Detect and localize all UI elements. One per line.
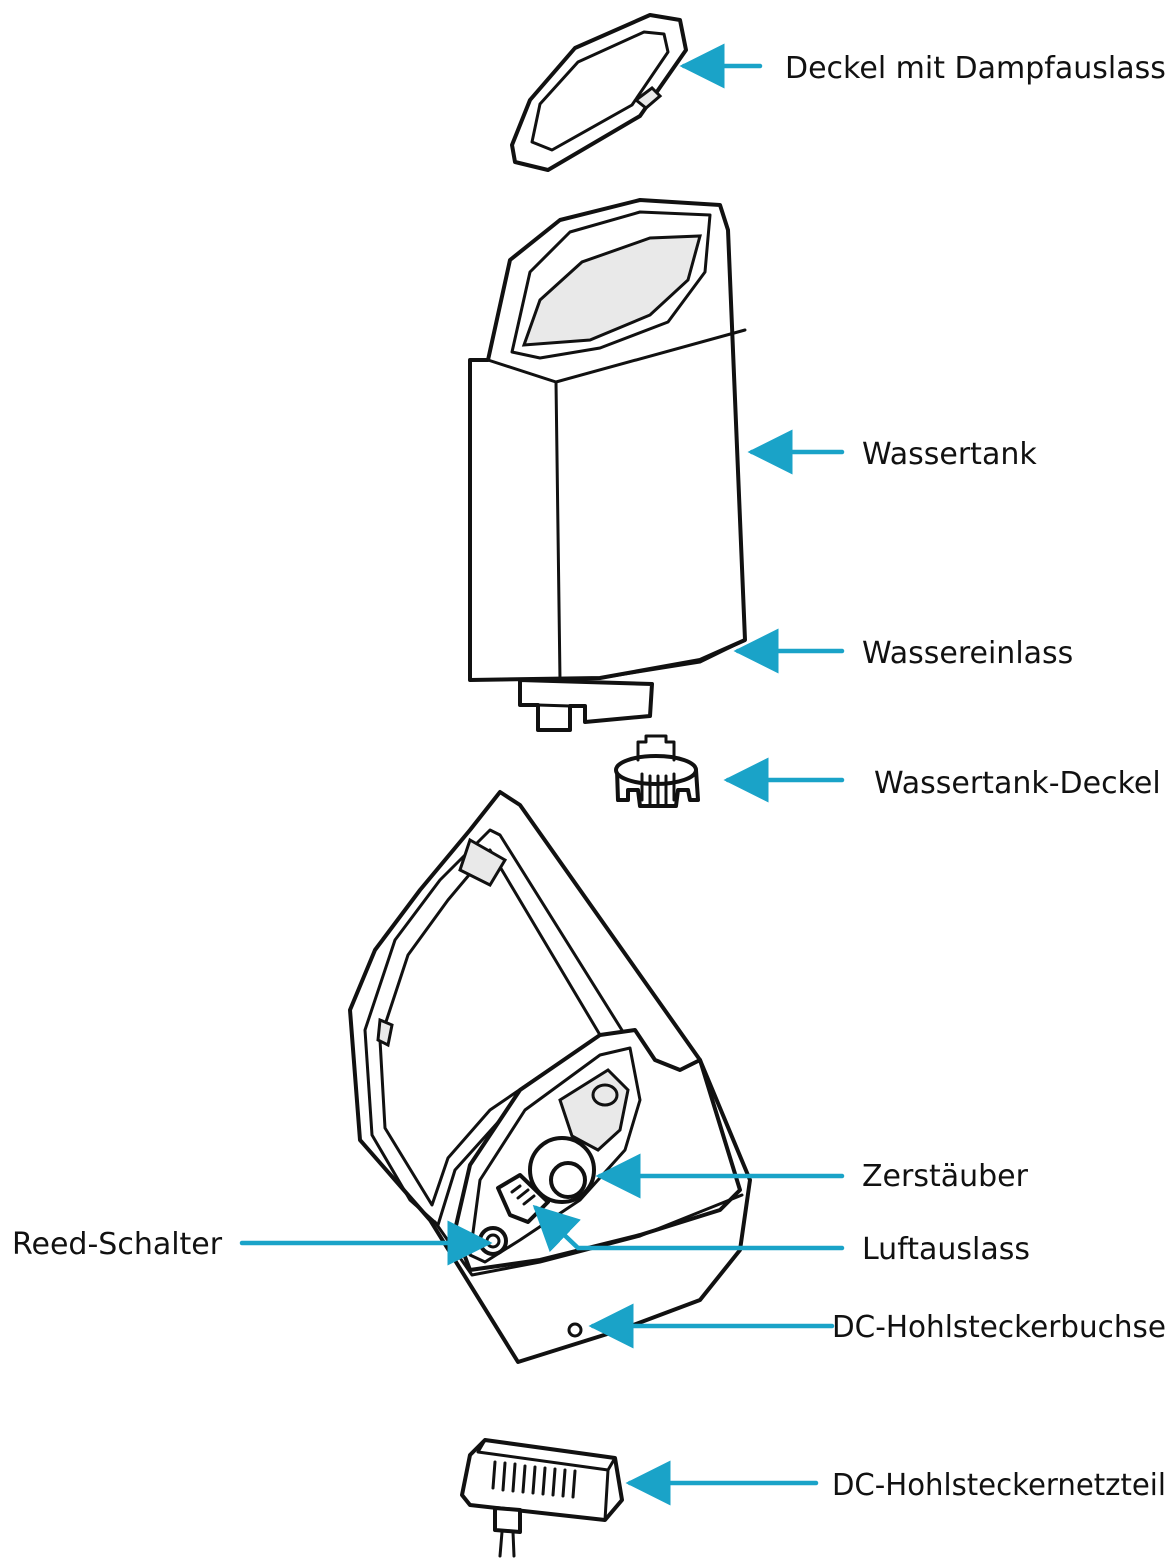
- leader-air-outlet: [532, 1204, 845, 1253]
- labels: Deckel mit Dampfauslass Wassertank Wasse…: [12, 51, 1166, 1503]
- base-unit-drawing: [348, 790, 752, 1364]
- label-inlet: Wassereinlass: [862, 636, 1073, 671]
- label-reed-switch: Reed-Schalter: [12, 1227, 223, 1262]
- tank-cap-drawing: [614, 734, 700, 808]
- label-tank: Wassertank: [862, 437, 1037, 472]
- lid-drawing: [510, 13, 688, 172]
- label-tank-cap: Wassertank-Deckel: [874, 766, 1161, 801]
- label-atomizer: Zerstäuber: [862, 1159, 1029, 1194]
- water-tank-drawing: [468, 198, 747, 732]
- label-dc-socket: DC-Hohlsteckerbuchse: [832, 1310, 1166, 1345]
- label-lid: Deckel mit Dampfauslass: [785, 51, 1166, 86]
- power-supply-drawing: [460, 1438, 624, 1558]
- label-air-outlet: Luftauslass: [862, 1232, 1030, 1267]
- label-power-supply: DC-Hohlsteckernetzteil: [832, 1468, 1166, 1503]
- leader-lines: [239, 43, 845, 1506]
